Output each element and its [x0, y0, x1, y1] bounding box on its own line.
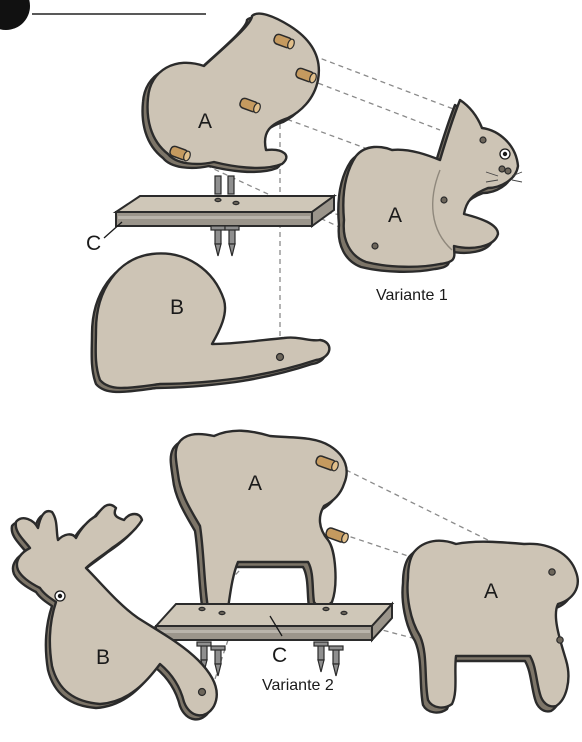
- part-label-c: C: [86, 232, 101, 255]
- variant2-caption: Variante 2: [262, 677, 334, 694]
- leader-line: [104, 222, 122, 238]
- variant1-assembly: A C B: [86, 14, 522, 392]
- part-label-a-side: A: [484, 580, 498, 603]
- screw: [228, 176, 234, 194]
- variant1-caption: Variante 1: [376, 287, 448, 304]
- part-label-c: C: [272, 644, 287, 667]
- screw: [329, 646, 343, 676]
- part-label-b: B: [170, 296, 184, 319]
- screw: [215, 176, 221, 194]
- part-label-a: A: [248, 472, 262, 495]
- screw: [211, 226, 225, 256]
- alignment-line: [310, 80, 440, 130]
- screw: [314, 642, 328, 672]
- part-label-b: B: [96, 646, 110, 669]
- step-number-marker: [0, 0, 30, 30]
- variant2-assembly: A C Variante 2 B: [12, 431, 578, 720]
- moose-side-view-a: [403, 541, 578, 713]
- alignment-line: [338, 466, 500, 546]
- part-label-a: A: [198, 110, 212, 133]
- squirrel-tail-piece-b: [92, 253, 330, 392]
- base-board-c: [116, 196, 334, 226]
- screw: [225, 226, 239, 256]
- squirrel-body-piece-a: [143, 14, 319, 172]
- screw: [211, 646, 225, 676]
- part-label-a-side: A: [388, 204, 402, 227]
